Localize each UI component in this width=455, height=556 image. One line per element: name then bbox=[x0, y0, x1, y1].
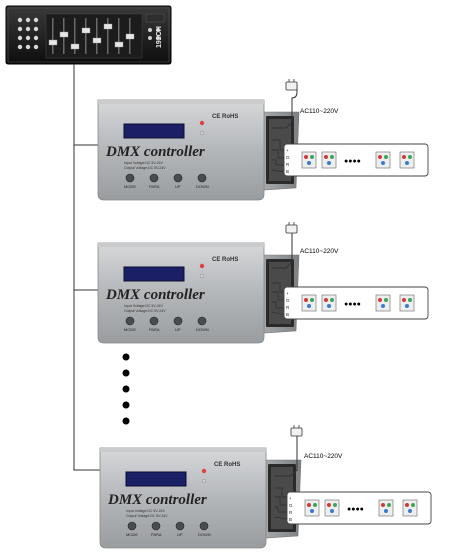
power-label: AC110~220V bbox=[304, 453, 343, 460]
para-label: PARA bbox=[149, 327, 160, 332]
mode-label: MODE bbox=[124, 184, 136, 189]
pin-label: G bbox=[289, 503, 293, 508]
spec-line-2: Output Voltage:DC 5V-24V bbox=[126, 514, 168, 518]
mode-button bbox=[127, 521, 137, 531]
pin-label: R bbox=[286, 305, 290, 310]
spec-line-2: Output Voltage:DC 5V-24V bbox=[124, 309, 166, 313]
pin-label: B bbox=[289, 517, 292, 522]
led-chip bbox=[301, 294, 317, 312]
mode-button bbox=[125, 173, 135, 183]
console-brand: 192CH bbox=[156, 26, 163, 48]
para-label: PARA bbox=[149, 184, 160, 189]
pin-label: + bbox=[286, 148, 289, 153]
controller-title: DMX controller bbox=[107, 492, 207, 508]
spec-line-2: Output Voltage:DC 5V-24V bbox=[124, 166, 166, 170]
up-button bbox=[173, 173, 183, 183]
para-button bbox=[151, 521, 161, 531]
pin-label: B bbox=[286, 169, 289, 174]
plug-icon bbox=[285, 81, 298, 91]
more-units-ellipsis bbox=[122, 353, 130, 425]
spec-line-1: Input Voltage:DC 5V-24V bbox=[126, 509, 166, 513]
signal-led bbox=[199, 130, 205, 136]
lcd-display bbox=[125, 471, 187, 487]
mode-label: MODE bbox=[124, 327, 136, 332]
led-chip bbox=[378, 499, 394, 517]
led-strip-2: + G R B ●●●● bbox=[283, 286, 429, 320]
mode-button bbox=[125, 316, 135, 326]
up-label: UP bbox=[177, 532, 183, 537]
power-label: AC110~220V bbox=[300, 248, 339, 255]
pin-label: G bbox=[286, 155, 290, 160]
dmx-signal-cable bbox=[73, 64, 104, 471]
button-row: MODE PARA UP DOWN bbox=[124, 316, 209, 332]
power-label: AC110~220V bbox=[300, 108, 339, 115]
up-label: UP bbox=[175, 184, 181, 189]
signal-led bbox=[199, 273, 205, 279]
pin-label: R bbox=[289, 510, 293, 515]
down-label: DOWN bbox=[198, 532, 211, 537]
spec-line-1: Input Voltage:DC 5V-24V bbox=[124, 161, 164, 165]
controller-3: CE RoHS DMX controller Input Voltage:DC … bbox=[99, 447, 302, 549]
down-button bbox=[197, 316, 207, 326]
para-button bbox=[149, 173, 159, 183]
controller-1: CE RoHS DMX controller Input Voltage:DC … bbox=[97, 99, 300, 201]
spec-line-1: Input Voltage:DC 5V-24V bbox=[124, 304, 164, 308]
led-strip-1: + G R B ●●●● bbox=[283, 143, 429, 177]
led-chip bbox=[399, 294, 415, 312]
status-led bbox=[199, 120, 205, 126]
led-chip bbox=[399, 151, 415, 169]
certification-marks: CE RoHS bbox=[214, 462, 240, 468]
pin-label: R bbox=[286, 162, 290, 167]
status-led bbox=[201, 468, 207, 474]
certification-marks: CE RoHS bbox=[212, 257, 238, 263]
down-label: DOWN bbox=[196, 184, 209, 189]
button-row: MODE PARA UP DOWN bbox=[126, 521, 211, 537]
down-label: DOWN bbox=[196, 327, 209, 332]
power-plug-3: AC110~220V bbox=[275, 425, 343, 477]
certification-marks: CE RoHS bbox=[212, 114, 238, 120]
power-plug-2: AC110~220V bbox=[272, 222, 339, 269]
output-wires-2 bbox=[271, 282, 285, 316]
pin-label: B bbox=[286, 312, 289, 317]
signal-led bbox=[201, 478, 207, 484]
dmx-console: 192CH bbox=[5, 5, 172, 65]
controller-title: DMX controller bbox=[105, 144, 205, 160]
led-chip bbox=[375, 294, 391, 312]
controller-title: DMX controller bbox=[105, 287, 205, 303]
button-row: MODE PARA UP DOWN bbox=[124, 173, 209, 189]
led-chip bbox=[321, 151, 337, 169]
output-wires-1 bbox=[271, 139, 285, 173]
led-chip bbox=[375, 151, 391, 169]
lcd-display bbox=[123, 123, 185, 139]
down-button bbox=[199, 521, 209, 531]
led-chip bbox=[321, 294, 337, 312]
plug-icon bbox=[290, 427, 303, 437]
led-chip bbox=[304, 499, 320, 517]
down-button bbox=[197, 173, 207, 183]
led-chip bbox=[301, 151, 317, 169]
pin-label: + bbox=[289, 496, 292, 501]
output-wires-3 bbox=[274, 487, 288, 520]
power-plug-1: AC110~220V bbox=[272, 79, 339, 129]
led-strip-3: + G R B ●●●● bbox=[286, 491, 432, 525]
strip-ellipsis: ●●●● bbox=[344, 301, 361, 308]
pin-label: + bbox=[286, 291, 289, 296]
led-chip bbox=[324, 499, 340, 517]
mode-label: MODE bbox=[126, 532, 138, 537]
plug-icon bbox=[285, 224, 298, 234]
para-label: PARA bbox=[151, 532, 162, 537]
up-label: UP bbox=[175, 327, 181, 332]
up-button bbox=[173, 316, 183, 326]
pin-label: G bbox=[286, 298, 290, 303]
up-button bbox=[175, 521, 185, 531]
para-button bbox=[149, 316, 159, 326]
status-led bbox=[199, 263, 205, 269]
controller-2: CE RoHS DMX controller Input Voltage:DC … bbox=[97, 242, 300, 344]
led-chip bbox=[402, 499, 418, 517]
strip-ellipsis: ●●●● bbox=[347, 506, 364, 513]
lcd-display bbox=[123, 266, 185, 282]
strip-ellipsis: ●●●● bbox=[344, 158, 361, 165]
